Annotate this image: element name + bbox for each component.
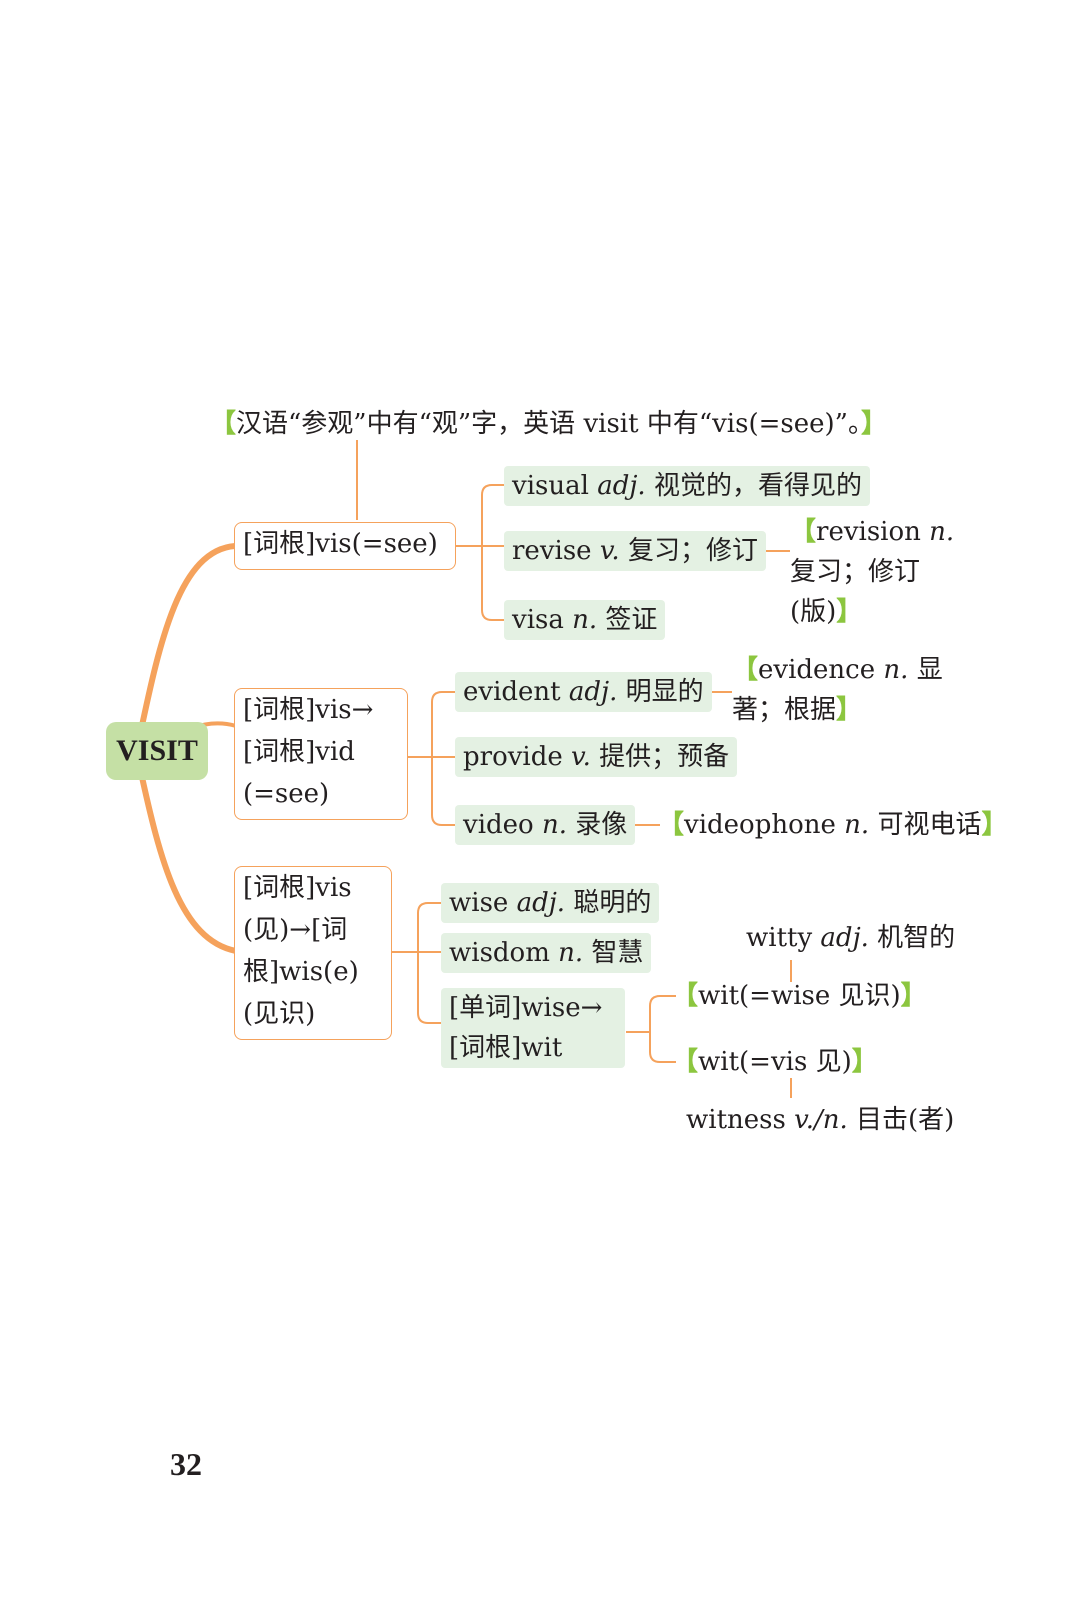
bracket-open: 【 [210,409,237,439]
pos: v. [599,536,620,566]
branch3-root-line: 根]wis(e) [243,957,359,987]
branch1-item-visa: visa n. 签证 [504,600,666,640]
branch3-root-line: (见识) [243,999,316,1029]
bracket-close: 】 [836,597,863,627]
pos: adj. [516,888,566,918]
meaning: 聪明的 [573,888,652,918]
page-number: 32 [170,1446,202,1482]
branch3-transform: [单词]wise→ [词根]wit [441,988,625,1068]
derived-evidence: 【evidence n. 显著；根据】 [732,650,982,730]
word: evident [463,677,561,707]
bracket-close: 】 [981,810,1008,840]
bracket-open: 【 [658,810,685,840]
branch1-item-revise: revise v. 复习；修订 [504,531,766,571]
meaning: 显著；根据 [732,655,943,725]
bracket-open: 【 [790,517,817,547]
bracket-open: 【 [672,1047,699,1077]
pos: n. [541,810,567,840]
derived-revision: 【revision n. 复习；修订(版)】 [790,512,980,632]
pos: n. [883,655,909,685]
branch3-item-wisdom: wisdom n. 智慧 [441,933,652,973]
bracket-close: 】 [851,1047,878,1077]
witty: witty adj. 机智的 [746,918,955,958]
meaning: 复习；修订 [627,536,758,566]
wit-wise-text: wit(=wise 见识) [698,981,901,1011]
word: videophone [684,810,836,840]
word: revise [512,536,592,566]
word: wise [449,888,509,918]
branch2-item-evident: evident adj. 明显的 [455,672,712,712]
branch2-root-line: [词根]vis→ [243,695,374,725]
word: evidence [758,655,876,685]
bracket-close: 】 [900,981,927,1011]
meaning: 提供；预备 [599,742,730,772]
meaning: 机智的 [877,923,956,953]
bracket-close: 】 [836,695,863,725]
wit-vis-text: wit(=vis 见) [698,1047,852,1077]
branch1-item-visual: visual adj. 视觉的，看得见的 [504,466,870,506]
meaning: 目击(者) [856,1105,955,1135]
pos: n. [844,810,870,840]
pos: n. [558,938,584,968]
header-note: 【汉语“参观”中有“观”字，英语 visit 中有“vis(=see)”。】 [210,404,887,444]
meaning: 签证 [605,605,658,635]
header-note-text: 汉语“参观”中有“观”字，英语 visit 中有“vis(=see)”。 [236,409,861,439]
word: video [463,810,534,840]
meaning: 可视电话 [877,810,982,840]
pos: n. [929,517,955,547]
branch1-root-text: [词根]vis(=see) [243,529,438,559]
branch3-root: [词根]vis (见)→[词 根]wis(e) (见识) [234,866,392,1040]
derived-videophone: 【videophone n. 可视电话】 [658,805,1007,845]
word: visa [512,605,564,635]
meaning: 智慧 [591,938,644,968]
meaning: 复习；修订(版) [790,557,921,627]
branch2-root-line: (=see) [243,779,330,809]
transform-line: [单词]wise→ [449,993,603,1023]
branch2-item-provide: provide v. 提供；预备 [455,737,738,777]
meaning: 明显的 [625,677,704,707]
wit-vis: 【wit(=vis 见)】 [672,1042,878,1082]
word: provide [463,742,563,772]
wit-wise: 【wit(=wise 见识)】 [672,976,927,1016]
transform-line: [词根]wit [449,1033,563,1063]
branch3-root-line: (见)→[词 [243,915,348,945]
bracket-open: 【 [672,981,699,1011]
bracket-open: 【 [732,655,759,685]
branch2-root: [词根]vis→ [词根]vid (=see) [234,688,408,820]
pos: adj. [597,471,646,501]
branch3-item-wise: wise adj. 聪明的 [441,883,660,923]
meaning: 视觉的，看得见的 [653,471,862,501]
pos: adj. [568,677,618,707]
meaning: 录像 [575,810,628,840]
branch2-item-video: video n. 录像 [455,805,636,845]
word: visual [512,471,589,501]
word: revision [816,517,921,547]
branch2-root-line: [词根]vid [243,737,355,767]
center-label: VISIT [116,734,198,767]
bracket-close: 】 [860,409,887,439]
witness: witness v./n. 目击(者) [686,1100,954,1140]
branch1-root: [词根]vis(=see) [234,522,456,570]
branch3-root-line: [词根]vis [243,873,352,903]
word: witty [746,923,813,953]
pos: v. [571,742,591,772]
word: witness [686,1105,786,1135]
center-node-visit: VISIT [106,722,208,780]
word: wisdom [449,938,550,968]
pos: n. [572,605,598,635]
pos: v./n. [794,1105,848,1135]
pos: adj. [820,923,869,953]
